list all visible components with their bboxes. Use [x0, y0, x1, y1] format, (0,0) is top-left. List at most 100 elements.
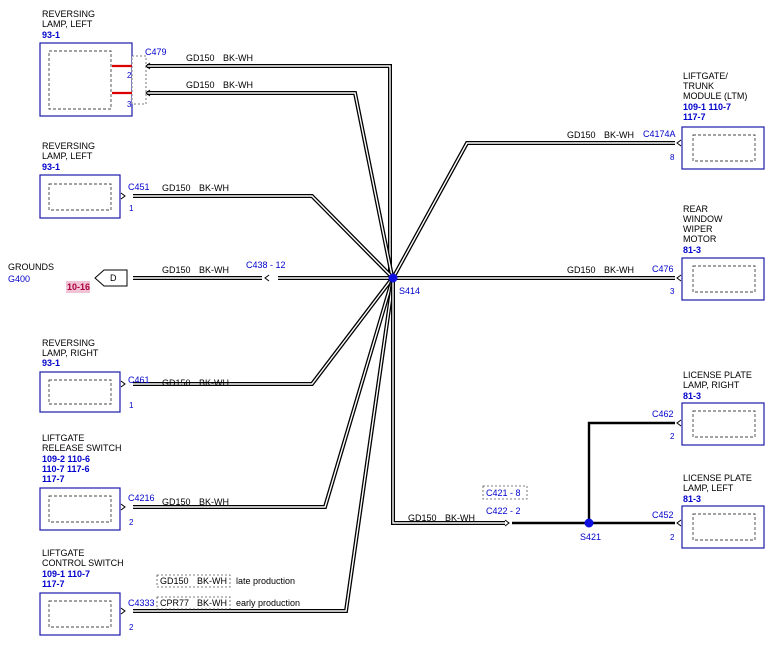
component-inner-box [692, 134, 756, 162]
c421-dashed-box [482, 485, 528, 500]
grounds-label: GROUNDS [8, 262, 54, 272]
connector-label: C422 - 2 [486, 506, 521, 516]
wire-circuit: GD150 [408, 513, 437, 523]
ground-code: G400 [8, 274, 30, 284]
early-circuit: CPR77 [160, 598, 189, 608]
connector-label: C4333 [128, 598, 155, 608]
component-inner-box [48, 600, 112, 628]
wire-circuit: GD150 [162, 497, 191, 507]
connector-arrow [264, 274, 270, 282]
pin-number: 2 [129, 518, 134, 527]
wire-color: BK-WH [223, 80, 253, 90]
pin-number: 1 [129, 204, 134, 213]
connector-arrow [120, 380, 126, 388]
component-inner-box [692, 265, 756, 293]
early-color: BK-WH [197, 598, 227, 608]
splice-label: S421 [580, 532, 601, 542]
connector-label: C421 - 8 [486, 488, 521, 498]
ground-page-reference[interactable]: 10-16 [67, 282, 90, 292]
pin-number: 8 [670, 153, 675, 162]
connector-label: C476 [652, 264, 674, 274]
wire-harness [133, 64, 675, 613]
page-reference[interactable]: 81-3 [683, 494, 701, 504]
connector-label: C452 [652, 510, 674, 520]
connector-arrow [676, 419, 682, 427]
late-color: BK-WH [197, 576, 227, 586]
component-inner-box [48, 379, 112, 405]
connector-arrow [145, 89, 151, 97]
connector-arrow [504, 519, 510, 527]
splice-label: S414 [399, 286, 420, 296]
component-inner-box [48, 495, 112, 523]
pin-number: 2 [670, 533, 675, 542]
connector-label: C462 [652, 409, 674, 419]
pin-number: 3 [127, 100, 132, 109]
wire-circuit: GD150 [162, 183, 191, 193]
connector-label: C438 - 12 [246, 260, 286, 270]
page-reference[interactable]: 81-3 [683, 391, 701, 401]
wire-color: BK-WH [199, 497, 229, 507]
splice-dot [388, 273, 398, 283]
late-production-label: late production [236, 576, 295, 586]
inline-connector-c422: C421 - 8 C422 - 2 [482, 485, 528, 527]
page-reference[interactable]: 81-3 [683, 245, 701, 255]
wire-color: BK-WH [199, 183, 229, 193]
pin-number: 2 [670, 432, 675, 441]
pin-number: 1 [129, 401, 134, 410]
connector-arrow [676, 139, 682, 147]
connector-arrow [120, 503, 126, 511]
connector-label: C479 [145, 47, 167, 57]
connector-label: C4174A [643, 129, 676, 139]
page-reference[interactable]: 93-1 [42, 358, 60, 368]
wire-labels: GD150 BK-WH GD150 BK-WH GD150 BK-WH GD15… [162, 53, 634, 523]
wire-circuit: GD150 [186, 53, 215, 63]
component-inner-box [692, 410, 756, 438]
late-circuit: GD150 [160, 576, 189, 586]
ground-terminal-icon [94, 269, 128, 287]
wire-circuit: GD150 [186, 80, 215, 90]
wire-circuit: GD150 [162, 265, 191, 275]
connector-arrow [676, 519, 682, 527]
component-inner-box [48, 50, 112, 110]
wire-color: BK-WH [199, 265, 229, 275]
late-production-box [156, 574, 231, 588]
wire-circuit: GD150 [162, 378, 191, 388]
page-reference[interactable]: 93-1 [42, 30, 60, 40]
connector-label: C451 [128, 182, 150, 192]
connector-arrow [676, 274, 682, 282]
component-inner-box [692, 513, 756, 541]
grounds: GROUNDS G400 10-16 D C438 - 12 [8, 260, 286, 293]
ground-terminal-letter: D [110, 273, 117, 283]
pin-number: 2 [129, 623, 134, 632]
page-ref-badge [66, 281, 90, 293]
component-inner-box [48, 183, 112, 211]
connector-body [131, 55, 147, 105]
wire-color: BK-WH [604, 265, 634, 275]
splice-dot [584, 518, 594, 528]
connector-arrow [120, 607, 126, 615]
connector-label: C4216 [128, 493, 155, 503]
connector-arrow [145, 62, 151, 70]
wire-color: BK-WH [604, 130, 634, 140]
page-reference[interactable]: 93-1 [42, 162, 60, 172]
connector-arrow [120, 192, 126, 200]
